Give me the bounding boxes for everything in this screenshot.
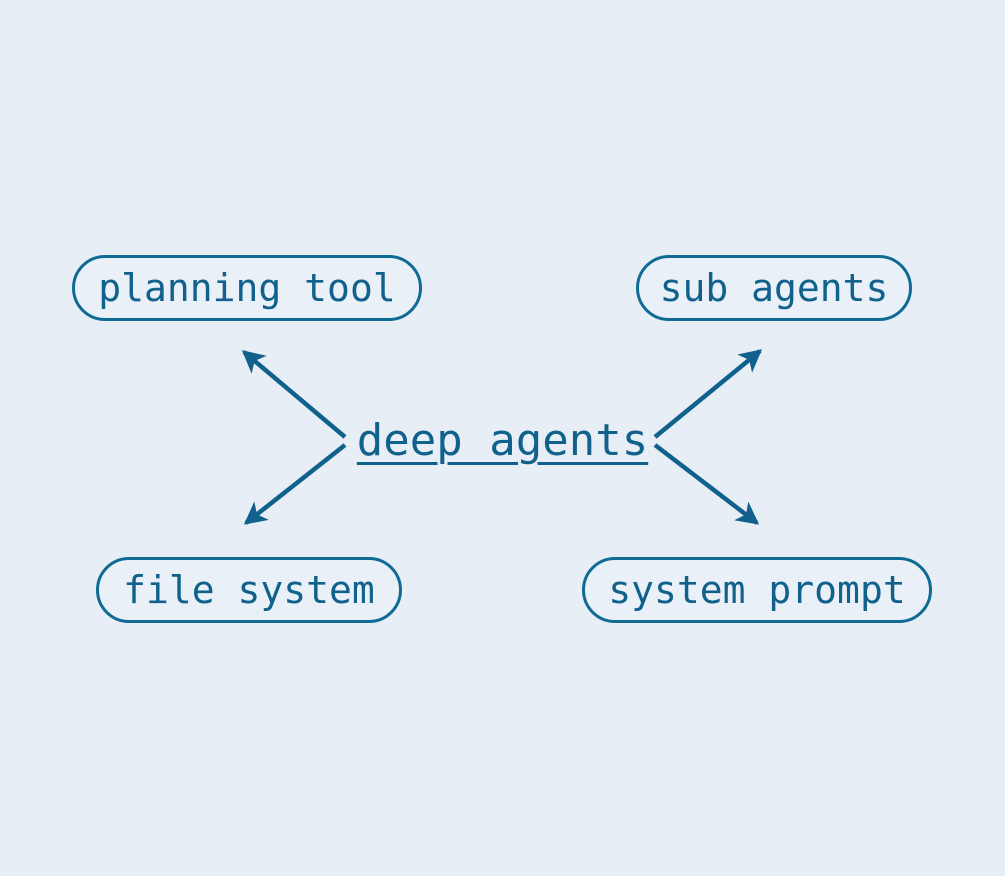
node-system-prompt-label: system prompt xyxy=(608,568,906,612)
node-file-system[interactable]: file system xyxy=(96,557,402,623)
node-file-system-label: file system xyxy=(123,568,375,612)
node-sub-agents[interactable]: sub agents xyxy=(636,255,912,321)
node-deep-agents[interactable]: deep agents xyxy=(345,410,660,472)
node-system-prompt[interactable]: system prompt xyxy=(582,557,932,623)
node-deep-agents-label: deep agents xyxy=(356,415,649,466)
edge-deep-agents-to-sub-agents xyxy=(653,349,763,439)
node-planning-tool[interactable]: planning tool xyxy=(72,255,422,321)
node-sub-agents-label: sub agents xyxy=(659,266,889,310)
edge-deep-agents-to-system-prompt xyxy=(653,443,760,525)
edge-deep-agents-to-planning-tool xyxy=(241,350,347,439)
edge-deep-agents-to-file-system xyxy=(243,443,347,525)
node-planning-tool-label: planning tool xyxy=(98,266,396,310)
